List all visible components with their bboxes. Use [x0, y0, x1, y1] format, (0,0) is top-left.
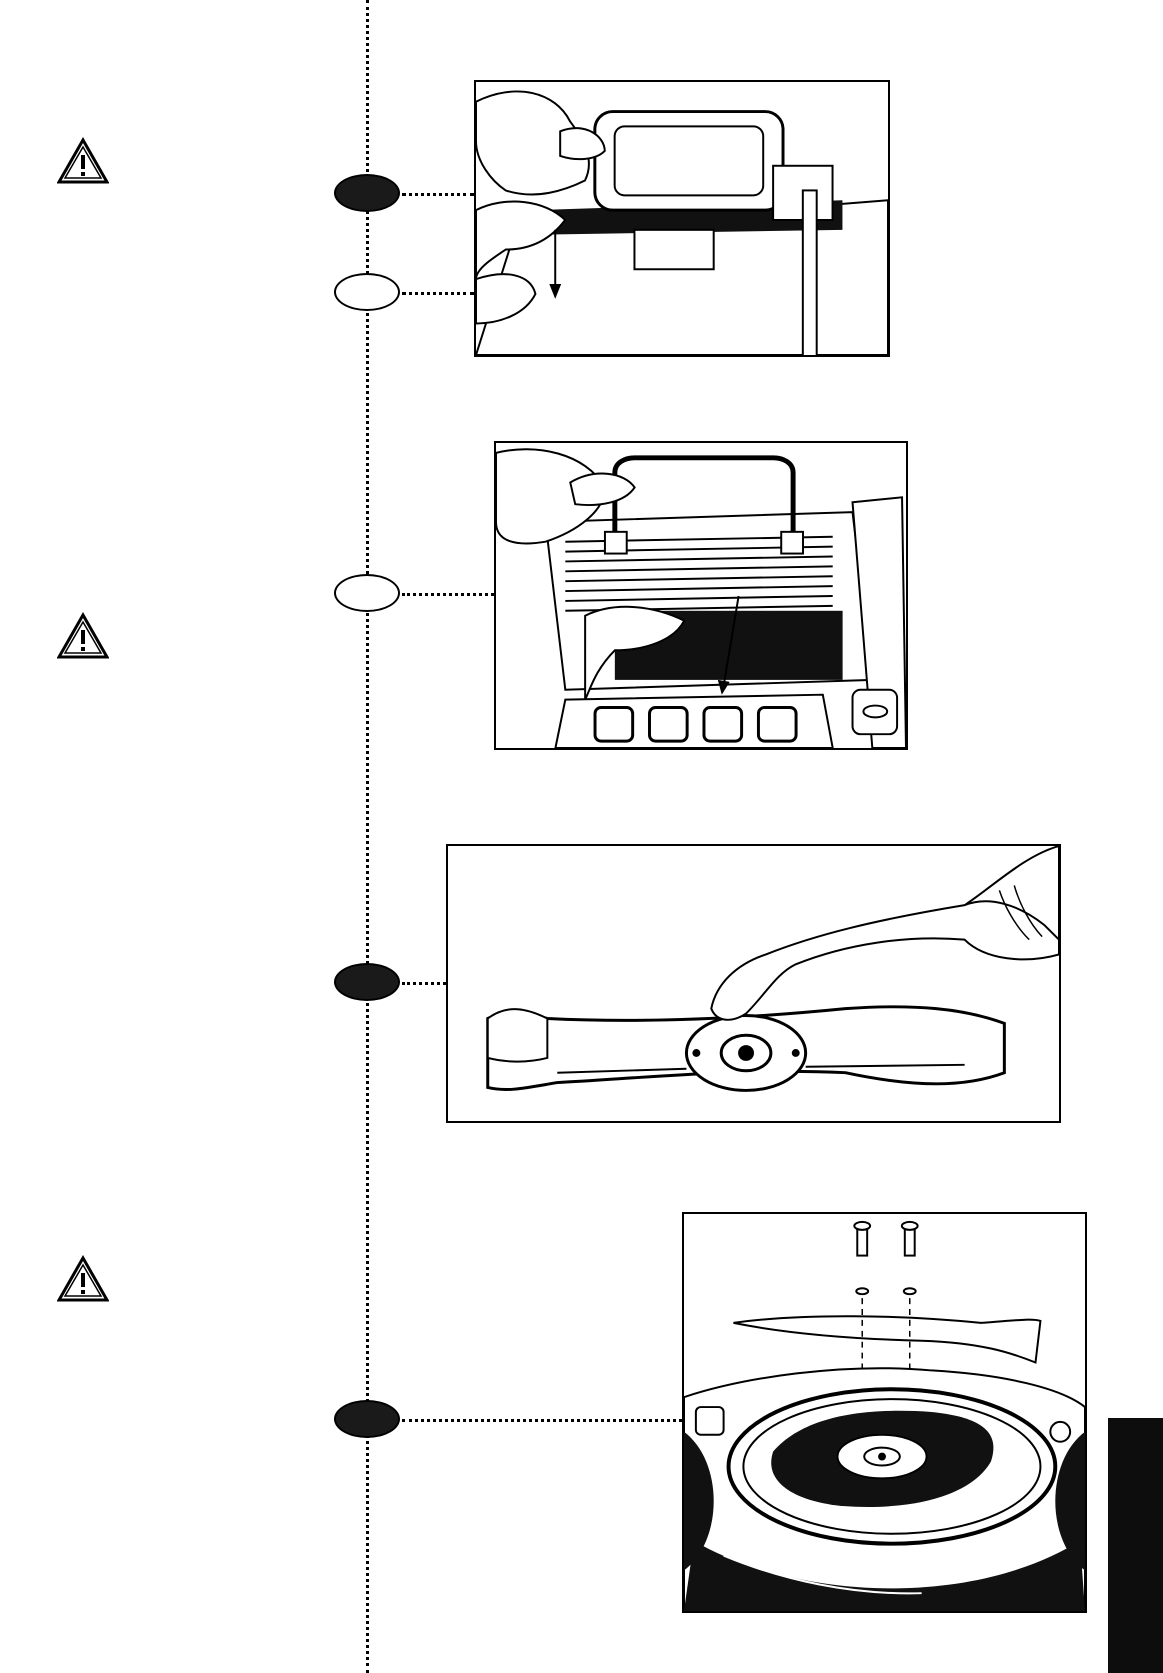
step-marker-outline — [334, 574, 400, 612]
leader-line — [402, 982, 446, 985]
leader-line — [402, 193, 474, 196]
step-marker-filled — [334, 174, 400, 212]
warning-triangle-icon — [57, 1255, 109, 1303]
grass-bag-handle-figure — [474, 80, 890, 357]
step-marker-filled — [334, 1400, 400, 1438]
leader-line — [402, 1419, 682, 1422]
section-tab — [1108, 1418, 1163, 1673]
step-marker-outline — [334, 273, 400, 311]
warning-triangle-icon — [57, 137, 109, 185]
step-marker-filled — [334, 963, 400, 1001]
blade-assembly-figure — [682, 1212, 1087, 1613]
warning-triangle-icon — [57, 612, 109, 660]
grass-bag-removal-figure — [494, 441, 908, 750]
blade-inspection-figure — [446, 844, 1061, 1123]
leader-line — [402, 593, 494, 596]
leader-line — [402, 292, 474, 295]
